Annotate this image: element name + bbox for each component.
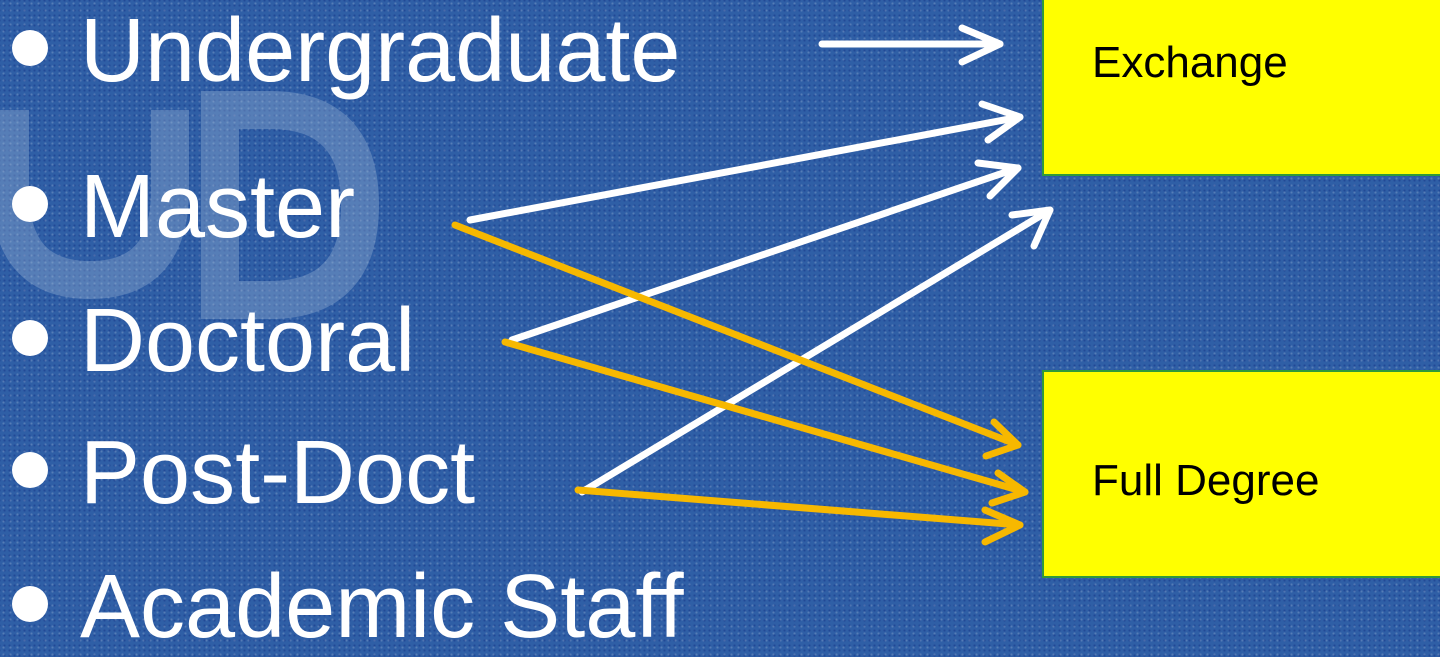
- list-item-master: Master: [0, 162, 355, 252]
- arrow-master-to-full-degree: [451, 221, 1022, 460]
- full-degree-box: Full Degree: [1042, 370, 1440, 578]
- arrow-doctoral-to-full-degree: [501, 338, 1029, 507]
- list-item-undergraduate: Undergraduate: [0, 6, 680, 96]
- list-item-label: Master: [80, 157, 356, 257]
- list-item-label: Doctoral: [80, 291, 416, 391]
- bullet-icon: [12, 320, 48, 357]
- bullet-icon: [12, 186, 48, 223]
- list-item-label: Undergraduate: [80, 1, 681, 101]
- bullet-icon: [12, 452, 48, 489]
- list-item-doctoral: Doctoral: [0, 296, 415, 386]
- list-item-label: Post-Doct: [80, 423, 476, 523]
- arrow-doctoral-to-exchange: [508, 159, 1022, 344]
- university-logo-watermark: [0, 91, 380, 319]
- bullet-icon: [12, 586, 48, 623]
- exchange-label: Exchange: [1092, 38, 1288, 87]
- arrow-undergraduate-to-exchange: [818, 24, 1004, 66]
- list-item-academic-staff: Academic Staff: [0, 562, 684, 652]
- full-degree-label: Full Degree: [1092, 456, 1320, 505]
- arrow-post-doct-to-exchange: [578, 206, 1054, 496]
- list-item-label: Academic Staff: [80, 557, 684, 657]
- arrow-post-doct-to-full-degree: [574, 486, 1024, 546]
- exchange-box: Exchange: [1042, 0, 1440, 176]
- list-item-post-doct: Post-Doct: [0, 428, 475, 518]
- bullet-icon: [12, 30, 48, 67]
- arrow-master-to-exchange: [466, 100, 1024, 224]
